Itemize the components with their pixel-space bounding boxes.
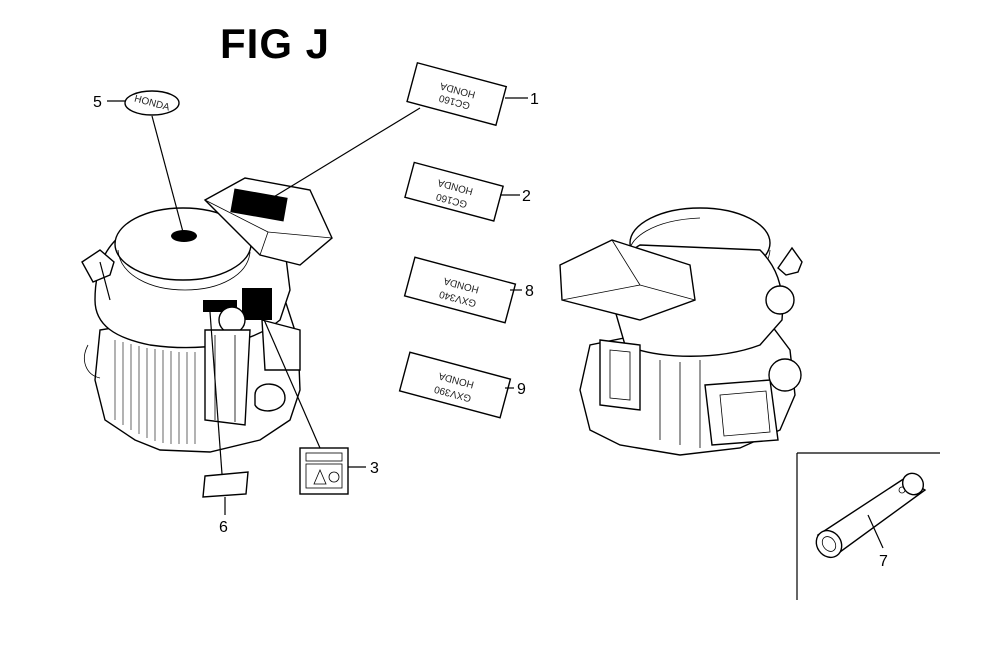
engine-right-view xyxy=(559,207,803,456)
callout-7: 7 xyxy=(879,553,888,570)
warning-triangle-icon xyxy=(313,468,327,485)
part-7-spark-plug-wrench[interactable] xyxy=(811,469,927,562)
engine-left-view xyxy=(81,177,333,453)
part-9-decal[interactable]: HONDA GXV390 xyxy=(398,351,512,419)
callout-9: 9 xyxy=(517,381,526,398)
callout-3: 3 xyxy=(370,460,379,477)
leader-lines xyxy=(107,97,884,549)
figure-title: FIG J xyxy=(220,20,331,67)
callout-5: 5 xyxy=(93,94,102,111)
part-6-label[interactable] xyxy=(202,471,249,498)
part-5-badge[interactable]: HONDA xyxy=(124,90,180,116)
callout-8: 8 xyxy=(525,283,534,300)
part-8-decal[interactable]: HONDA GXV340 xyxy=(403,256,517,324)
part-3-warning-label[interactable] xyxy=(299,447,349,495)
callout-2: 2 xyxy=(522,188,531,205)
side-decal-spot-b xyxy=(242,288,272,320)
book-icon xyxy=(328,471,340,483)
badge-spot xyxy=(171,230,197,242)
callout-6: 6 xyxy=(219,519,228,536)
cooling-fins xyxy=(114,340,196,444)
callout-1: 1 xyxy=(530,91,539,108)
part-1-decal[interactable]: HONDA GC160 xyxy=(406,61,508,127)
part-7-tool-area xyxy=(796,452,940,600)
part-2-decal[interactable]: HONDA GC160 xyxy=(404,161,504,222)
